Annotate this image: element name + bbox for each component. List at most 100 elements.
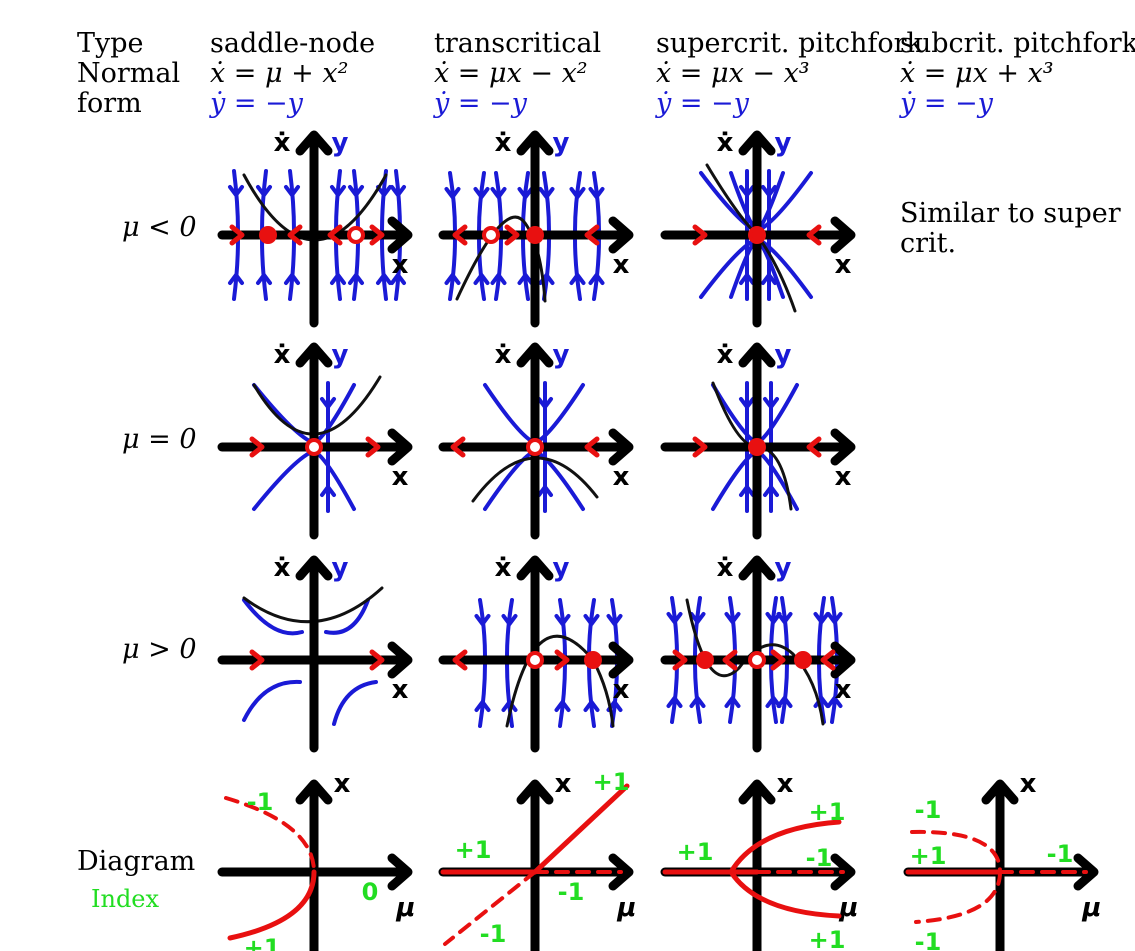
flow-line: [780, 596, 789, 658]
flow-arrowhead: [537, 397, 553, 409]
stable-fixed-point: [748, 438, 766, 456]
flow-arrowhead: [444, 187, 461, 199]
flow-arrowhead: [776, 696, 793, 708]
flow-line: [693, 662, 702, 724]
flow-line: [769, 596, 778, 658]
horizontal-arrowhead: [387, 428, 413, 466]
horizontal-arrowhead: [387, 641, 413, 679]
flow-line: [477, 237, 486, 301]
row-label-mu-zero: μ = 0: [122, 424, 197, 455]
flow-arrow-right: [692, 436, 708, 458]
flow-line: [693, 596, 702, 658]
flow-arrow-left: [327, 224, 343, 246]
bifurcation-diagram-transcritical: xμ+1+1-1-1: [438, 768, 637, 951]
horizontal-arrowhead: [830, 428, 856, 466]
flow-line: [711, 449, 759, 511]
flow-line: [542, 171, 551, 233]
axis-label-right: x: [392, 250, 409, 280]
axis-label-y: y: [332, 553, 349, 583]
index-label: -1: [915, 928, 942, 951]
axis-label-x: x: [1020, 769, 1037, 799]
stable-branch: [728, 869, 842, 919]
axis-label-y: y: [775, 128, 792, 158]
unstable-fixed-point: [347, 226, 365, 244]
flow-line: [533, 383, 585, 445]
flow-arrow-left: [584, 224, 600, 246]
flow-arrowhead: [689, 612, 706, 624]
mu-arrowhead: [830, 853, 856, 891]
col-title-supercritical: supercrit. pitchfork: [656, 28, 923, 59]
eq-xdot-transcritical: ẋ = μx − x²: [434, 58, 588, 89]
vertical-arrowhead: [295, 130, 333, 156]
flow-line: [769, 662, 778, 724]
bifurcation-diagram-supercritical: xμ+1+1-1+1: [660, 769, 859, 951]
flow-line: [242, 598, 304, 636]
flow-arrow-left: [820, 649, 836, 671]
axis-label-right: x: [392, 675, 409, 705]
flow-arrowhead: [390, 273, 406, 285]
axis-label-right: x: [835, 250, 852, 280]
flow-line: [483, 383, 537, 445]
flow-arrowhead: [330, 273, 346, 285]
flow-arrow-right: [369, 649, 385, 671]
flow-arrowhead: [826, 612, 843, 624]
axis-label-x: x: [334, 769, 351, 799]
flow-line: [505, 662, 514, 728]
flow-arrowhead: [348, 273, 364, 285]
flow-line: [260, 169, 268, 233]
nullcline: [505, 634, 615, 728]
normal-form-label-2: form: [77, 88, 142, 119]
flow-arrowhead: [724, 612, 741, 624]
flow-arrowhead: [583, 700, 600, 712]
flow-arrowhead: [490, 187, 507, 199]
vertical-arrowhead: [738, 130, 776, 156]
flow-arrowhead: [761, 273, 777, 285]
mu-arrowhead: [608, 853, 634, 891]
axis-label-top: ẋ: [495, 553, 512, 583]
index-label: +1: [244, 934, 281, 951]
flow-arrowhead: [517, 273, 534, 285]
flow-line: [573, 237, 582, 301]
flow-arrowhead: [606, 614, 623, 626]
flow-arrowhead: [474, 700, 491, 712]
flow-arrowhead: [517, 187, 534, 199]
flow-arrowhead: [739, 485, 755, 497]
flow-arrowhead: [330, 185, 346, 197]
horizontal-arrowhead: [387, 216, 413, 254]
flow-arrowhead: [739, 273, 755, 285]
flow-line: [334, 237, 342, 301]
flow-arrowhead: [826, 696, 843, 708]
flow-line: [288, 169, 296, 233]
flow-arrowhead: [256, 185, 272, 197]
index-label: -1: [806, 844, 833, 872]
flow-arrowhead: [376, 273, 392, 285]
flow-line: [521, 171, 530, 233]
stable-branch: [728, 819, 842, 875]
flow-arrow-right: [692, 224, 708, 246]
flow-line: [242, 679, 302, 722]
flow-arrow-left: [806, 436, 822, 458]
axis-label-y: y: [332, 340, 349, 370]
flow-line: [587, 662, 596, 728]
flow-arrow-right: [504, 224, 520, 246]
flow-arrow-left: [722, 649, 738, 671]
x-arrowhead: [981, 779, 1019, 805]
flow-arrowhead: [666, 612, 683, 624]
eq-xdot-subcritical: ẋ = μx + x³: [900, 58, 1054, 89]
eq-xdot-saddle-node: ẋ = μ + x²: [210, 58, 349, 89]
index-label: +1: [809, 926, 846, 951]
flow-line: [558, 598, 567, 658]
flow-line: [558, 662, 567, 728]
axis-label-right: x: [835, 675, 852, 705]
axis-label-top: ẋ: [274, 340, 291, 370]
flow-line: [312, 449, 356, 511]
unstable-branch: [910, 829, 1002, 874]
index-label: +1: [809, 798, 846, 826]
axis-label-right: x: [835, 462, 852, 492]
flow-arrow-right: [249, 436, 265, 458]
type-label: Type: [77, 28, 144, 59]
flow-line: [592, 171, 601, 233]
